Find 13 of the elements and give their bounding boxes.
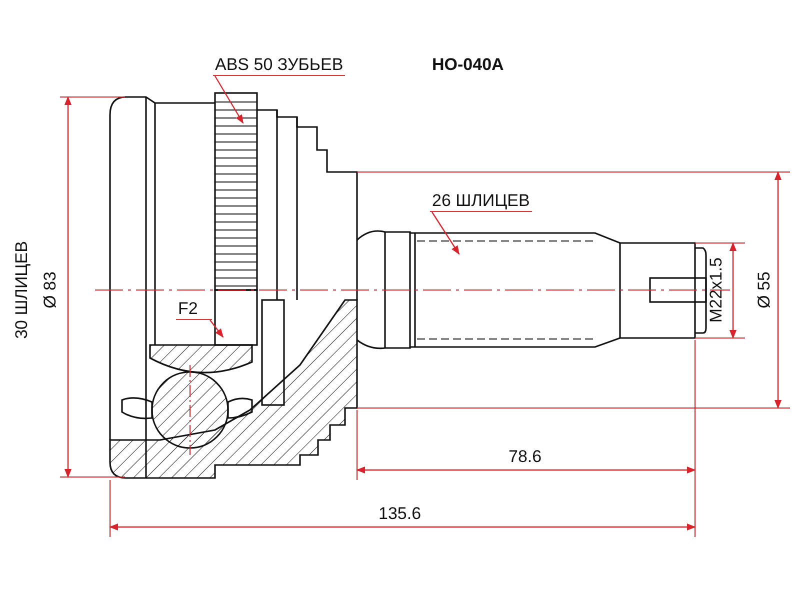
callout-label: 26 ШЛИЦЕВ xyxy=(430,191,532,212)
part-number: HO-040A xyxy=(432,55,504,75)
dimension-text: Ø 55 xyxy=(754,272,774,308)
dimension-text: M22x1.5 xyxy=(706,257,726,323)
leader-line xyxy=(432,212,460,255)
dimension-text: 135.6 xyxy=(378,504,422,524)
dimension-text: 78.6 xyxy=(508,447,542,467)
dimension-text: 30 ШЛИЦЕВ xyxy=(12,241,32,339)
callout-label: F2 xyxy=(176,299,212,320)
leader-line xyxy=(214,76,244,124)
callout-label: ABS 50 ЗУБЬЕВ xyxy=(213,55,346,76)
leader-line xyxy=(210,320,224,338)
dimension-text: Ø 83 xyxy=(40,272,60,308)
